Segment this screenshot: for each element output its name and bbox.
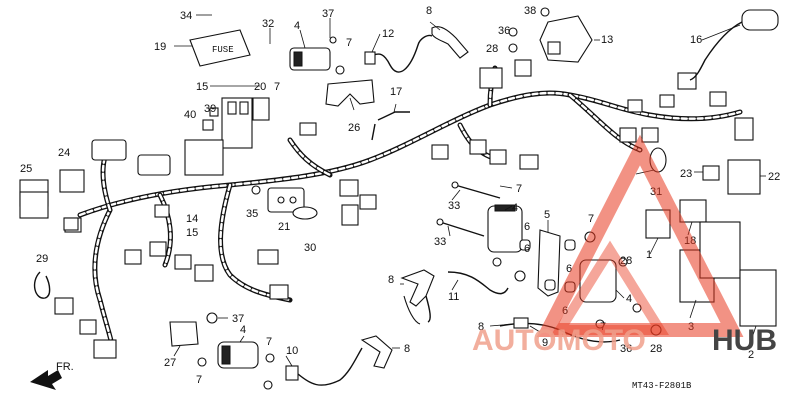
coil-bracket <box>537 229 561 297</box>
part-label-28-right: 28 <box>620 255 632 267</box>
part-label-22: 22 <box>768 171 780 183</box>
part-label-26: 26 <box>348 122 360 134</box>
part-label-15-top: 15 <box>196 81 208 93</box>
fuse-box-cover: FUSE <box>189 29 251 67</box>
part-label-33-lower: 33 <box>434 236 446 248</box>
fuse-box <box>184 97 270 176</box>
part-label-8-mid: 8 <box>388 274 394 286</box>
part-label-40: 40 <box>184 109 196 121</box>
harness-clip <box>371 111 410 141</box>
part-label-4-coil: 4 <box>512 202 518 214</box>
part-label-4-top: 4 <box>294 20 300 32</box>
part-label-32: 32 <box>262 18 274 30</box>
watermark-hub-text: HUB <box>712 324 777 357</box>
part-label-29: 29 <box>36 253 48 265</box>
part-label-7-top: 7 <box>346 37 352 49</box>
leader-lines <box>173 14 766 367</box>
part-label-36-bottom: 36 <box>620 343 632 355</box>
control-unit <box>645 209 777 327</box>
part-label-7-fusebox: 7 <box>274 81 280 93</box>
part-18 <box>679 199 707 223</box>
part-label-7-bottom-left: 7 <box>196 374 202 386</box>
part-label-38: 38 <box>524 5 536 17</box>
part-label-20: 20 <box>254 81 266 93</box>
part-label-8-lower: 8 <box>478 321 484 333</box>
watermark-text: AUTOMOTO <box>472 324 646 357</box>
watermark-triangle-inner <box>550 240 670 335</box>
part-label-4-bottom: 4 <box>240 324 246 336</box>
watermark: AUTOMOTO HUB <box>472 134 777 357</box>
part-number-labels: 34 32 4 37 7 8 12 38 36 28 13 16 19 15 2… <box>20 5 780 386</box>
part-label-23: 23 <box>680 168 692 180</box>
part-label-5: 5 <box>544 209 550 221</box>
terminal-block <box>251 185 318 220</box>
part-label-34: 34 <box>180 10 192 22</box>
part-label-36-top: 36 <box>498 25 510 37</box>
part-label-27: 27 <box>164 357 176 369</box>
diagram-code: MT43-F2801B <box>632 381 692 391</box>
part-label-28-top: 28 <box>486 43 498 55</box>
part-label-35: 35 <box>246 208 258 220</box>
watermark-triangle <box>536 134 744 337</box>
lower-relay-assembly <box>169 312 275 390</box>
spark-plug-cable-top <box>364 26 469 73</box>
part-label-17: 17 <box>390 86 402 98</box>
part-label-24: 24 <box>58 147 70 159</box>
part-label-30: 30 <box>304 242 316 254</box>
fuse-box-marking: FUSE <box>212 45 234 55</box>
spark-plug-cable-mid <box>400 269 509 325</box>
fr-label: FR. <box>56 361 74 373</box>
starter-relay-top <box>289 36 345 75</box>
relay-22 <box>702 159 761 195</box>
part-label-33-upper: 33 <box>448 200 460 212</box>
front-direction-arrow: FR. <box>30 361 74 390</box>
part-label-7-bottom: 7 <box>266 336 272 348</box>
relay-24 <box>59 169 85 231</box>
relay-25 <box>19 179 49 219</box>
part-label-9: 9 <box>542 337 548 349</box>
part-label-7-coil: 7 <box>516 183 522 195</box>
wire-band-29 <box>33 271 51 299</box>
part-label-2: 2 <box>748 349 754 361</box>
part-label-15-bottom: 15 <box>186 227 198 239</box>
part-label-39: 39 <box>204 103 216 115</box>
part-label-16: 16 <box>690 34 702 46</box>
sensor-probe <box>689 9 779 81</box>
part-label-7-right: 7 <box>588 213 594 225</box>
part-label-13: 13 <box>601 34 613 46</box>
part-label-28-bottom: 28 <box>650 343 662 355</box>
part-label-14: 14 <box>186 213 198 225</box>
part-label-1: 1 <box>646 249 652 261</box>
part-label-37-bottom: 37 <box>232 313 244 325</box>
part-label-25: 25 <box>20 163 32 175</box>
mounting-bolts <box>436 181 501 237</box>
part-label-11: 11 <box>448 291 459 303</box>
part-label-21: 21 <box>278 221 290 233</box>
part-label-10: 10 <box>286 345 298 357</box>
part-label-8-top: 8 <box>426 5 432 17</box>
harness-bracket <box>325 79 375 107</box>
part-label-6-a: 6 <box>524 221 530 233</box>
part-label-6-c: 6 <box>566 263 572 275</box>
part-label-8-bottom: 8 <box>404 343 410 355</box>
part-label-6-b: 6 <box>524 243 530 255</box>
part-label-19: 19 <box>154 41 166 53</box>
part-label-37-top: 37 <box>322 8 334 20</box>
part-label-12: 12 <box>382 28 394 40</box>
ignition-coil <box>487 204 526 282</box>
part-label-4-coil2: 4 <box>626 293 632 305</box>
spark-plug-cable-bottom <box>285 335 393 386</box>
sensor-unit <box>508 7 593 63</box>
